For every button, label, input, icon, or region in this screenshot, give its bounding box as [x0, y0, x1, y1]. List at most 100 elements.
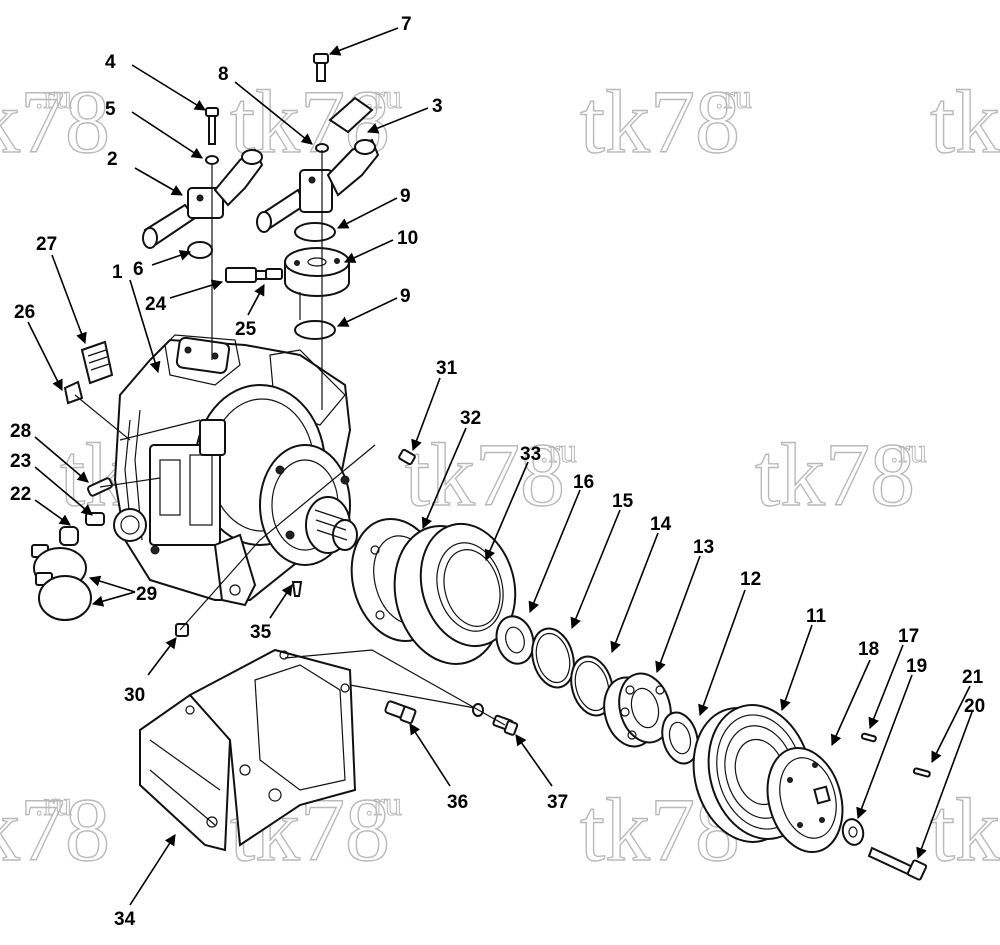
callout-27: 27	[36, 234, 57, 255]
leader-8	[234, 81, 313, 145]
leader-15	[570, 509, 621, 630]
callout-8: 8	[218, 64, 229, 85]
fitting-25	[265, 268, 283, 280]
leader-29b	[91, 591, 136, 607]
snap-ring-14	[570, 655, 614, 717]
leader-17	[868, 644, 904, 730]
clutch-housing-33	[393, 522, 517, 665]
callout-7: 7	[401, 14, 412, 35]
callout-34: 34	[114, 909, 136, 930]
callout-2: 2	[107, 149, 118, 170]
clip-26	[63, 380, 84, 405]
svg-text:.ru: .ru	[890, 433, 927, 470]
leader-13	[655, 555, 701, 674]
callout-24: 24	[145, 294, 167, 315]
watermark: tk78.ru	[404, 425, 577, 525]
washer-5	[205, 155, 219, 165]
leader-26	[27, 321, 63, 392]
bolt-4	[205, 107, 219, 145]
callout-32: 32	[460, 408, 481, 429]
leader-35	[269, 584, 293, 619]
callout-37: 37	[547, 792, 568, 813]
svg-text:tk78: tk78	[755, 426, 915, 525]
connector-27	[80, 340, 114, 385]
washer-19	[841, 818, 865, 846]
leader-31	[411, 377, 441, 452]
leader-23	[34, 466, 93, 516]
o-ring-9-top	[294, 222, 336, 242]
sensor-22	[59, 526, 79, 546]
callout-1: 1	[112, 262, 123, 283]
svg-text:.ru: .ru	[715, 79, 752, 116]
clutch-plate-18	[766, 746, 844, 854]
callout-22: 22	[10, 484, 31, 505]
watermark: tk78.ru	[0, 72, 111, 172]
callout-labels: 1 2 3 4 5 6 7 8 9 9 10 11 12 13 14 15 16	[10, 14, 985, 930]
callout-21: 21	[962, 667, 984, 688]
leader-2	[134, 167, 183, 196]
svg-text:.ru: .ru	[540, 433, 577, 470]
bolt-36	[384, 700, 417, 725]
callout-23: 23	[10, 451, 31, 472]
callout-30: 30	[124, 685, 145, 706]
leader-4	[131, 64, 206, 111]
callout-26: 26	[14, 302, 35, 323]
leader-16	[528, 489, 581, 614]
leader-25	[247, 284, 265, 316]
svg-text:.ru: .ru	[365, 786, 402, 823]
o-ring-9-bottom	[294, 320, 336, 340]
leader-6	[151, 249, 192, 266]
callout-25: 25	[235, 319, 257, 340]
callout-10: 10	[397, 228, 418, 249]
bolt-31	[398, 448, 416, 466]
leader-34	[129, 834, 176, 906]
callout-36: 36	[447, 792, 468, 813]
svg-text:tk78: tk78	[930, 73, 1000, 172]
bearing-13	[603, 672, 672, 748]
svg-text:.ru: .ru	[35, 79, 72, 116]
clip-30	[175, 623, 189, 637]
callout-9-top: 9	[400, 186, 411, 207]
svg-text:tk78: tk78	[0, 73, 110, 172]
leader-22	[34, 499, 71, 526]
leader-29a	[88, 575, 136, 593]
leader-28	[34, 436, 89, 483]
leader-14	[610, 532, 659, 654]
leader-21	[931, 685, 971, 764]
callout-17: 17	[898, 626, 919, 647]
service-valve-discharge	[256, 96, 380, 233]
adapter-plate-10	[284, 247, 350, 297]
callout-6: 6	[133, 259, 144, 280]
compressor-body	[113, 334, 358, 607]
callout-9-bottom: 9	[400, 286, 411, 307]
callout-11: 11	[806, 606, 827, 627]
screw-35	[291, 581, 303, 597]
callout-29: 29	[136, 584, 157, 605]
leader-33	[484, 461, 529, 562]
leader-30	[147, 637, 177, 676]
sensor-23	[85, 512, 105, 526]
callout-35: 35	[250, 622, 272, 643]
callout-12: 12	[740, 569, 761, 590]
leader-37	[515, 734, 553, 787]
callout-31: 31	[436, 358, 458, 379]
service-valve-suction	[142, 148, 264, 249]
seal-12	[661, 711, 699, 765]
callout-28: 28	[10, 421, 31, 442]
callout-16: 16	[573, 472, 594, 493]
svg-text:tk78: tk78	[0, 781, 110, 880]
leader-9-bottom	[336, 297, 398, 327]
leader-18	[831, 659, 871, 747]
callout-15: 15	[612, 491, 634, 512]
callout-14: 14	[650, 514, 672, 535]
leader-11	[780, 624, 813, 712]
o-ring-6	[187, 241, 213, 259]
alignment-lines	[74, 150, 506, 726]
cap-29b	[35, 572, 92, 621]
callout-5: 5	[105, 99, 116, 120]
nut-16	[495, 615, 535, 665]
callout-13: 13	[693, 537, 714, 558]
pressure-switch-24	[225, 267, 267, 283]
key-17	[860, 732, 877, 743]
